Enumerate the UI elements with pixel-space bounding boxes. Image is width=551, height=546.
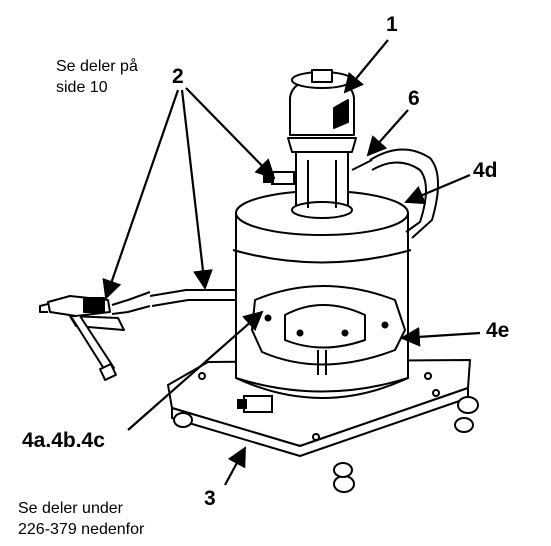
note-line: Se deler på [56,58,138,75]
leader-lines [102,39,481,486]
callout-6: 6 [408,87,420,110]
leader-1 [343,39,389,94]
leader-4abc [127,310,264,431]
note-line: 226-379 nedenfor [18,521,145,538]
outlet-hose [351,148,440,239]
leader-2b [180,89,213,290]
callout-4d: 4d [473,159,498,182]
callout-4abc: 4a.4b.4c [22,429,105,452]
pump-motor [287,69,357,219]
dispense-valve [39,295,125,381]
leader-2a [102,89,180,300]
leader-3 [224,446,246,486]
note-line: side 10 [56,79,108,96]
drum-fitting [237,395,273,413]
callout-2: 2 [172,65,184,88]
leader-2c [185,87,276,180]
dispense-hose [111,289,236,315]
leader-6 [366,109,409,157]
note-line: Se deler under [18,500,123,517]
leader-4d [404,173,471,205]
follower-plate [251,285,406,375]
callout-3: 3 [204,487,216,510]
callout-1: 1 [386,13,398,36]
note-parts-page: Se deler på side 10 [56,56,138,98]
callout-4e: 4e [486,319,510,342]
note-parts-below: Se deler under 226-379 nedenfor [18,498,144,540]
leader-4e [400,326,481,347]
